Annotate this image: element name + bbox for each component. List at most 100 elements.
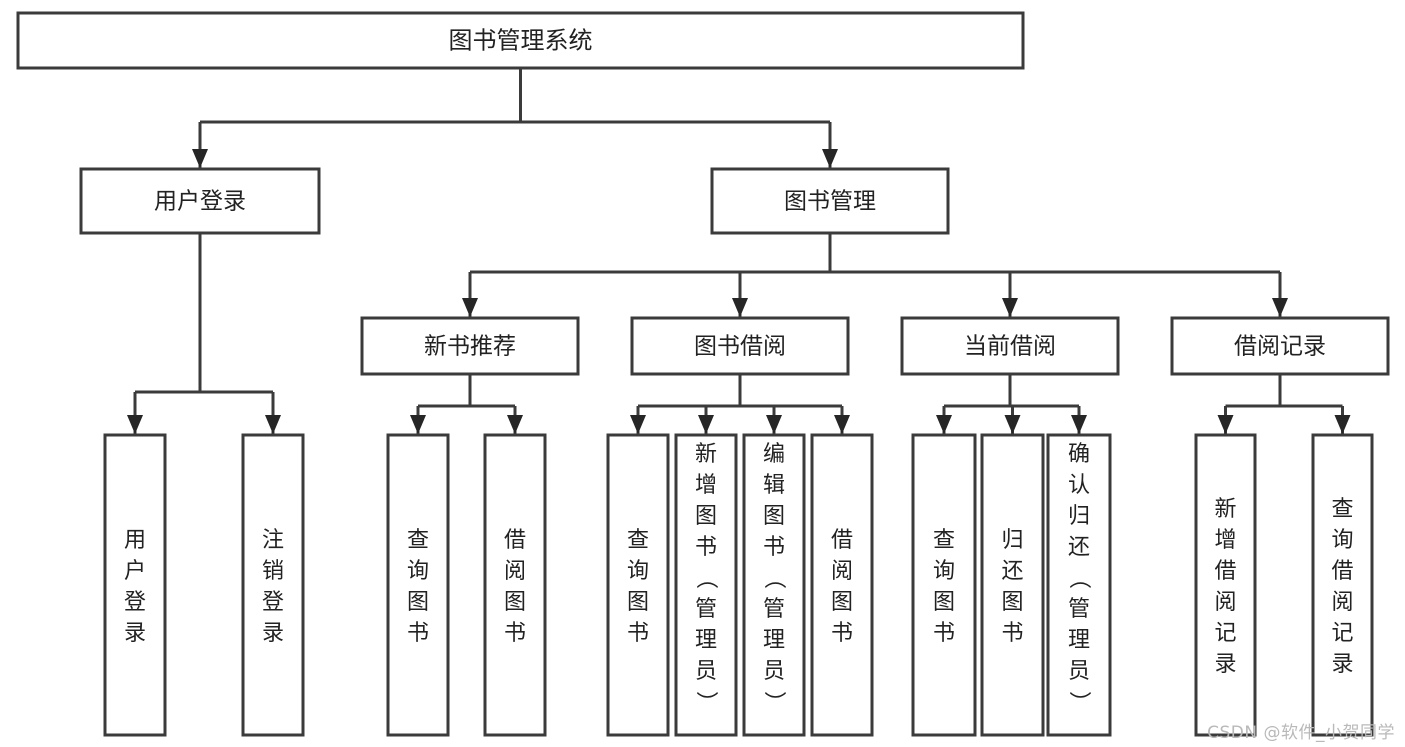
node-label-char: 借 xyxy=(831,528,853,553)
node-label-char: 增 xyxy=(1214,528,1236,553)
node-label-char: 询 xyxy=(1331,528,1353,553)
node-box[interactable] xyxy=(980,433,1045,737)
node-box[interactable] xyxy=(710,167,950,235)
node-box[interactable] xyxy=(79,167,321,235)
arrow-head-icon xyxy=(265,415,281,434)
arrow-head-icon xyxy=(766,415,782,434)
node-level2-0[interactable]: 用户登录 xyxy=(79,167,321,235)
node-box[interactable] xyxy=(674,433,738,737)
node-label-char: 书 xyxy=(695,535,717,560)
arrow-head-icon xyxy=(822,149,838,168)
node-label-char: 书 xyxy=(407,621,429,646)
node-label-char: ） xyxy=(761,691,786,713)
node-box[interactable] xyxy=(16,11,1025,70)
node-level3-3[interactable]: 借阅记录 xyxy=(1170,316,1390,376)
node-label-char: 员 xyxy=(763,659,785,684)
node-label-char: 理 xyxy=(1068,628,1090,653)
node-label-char: 询 xyxy=(627,559,649,584)
node-label-char: 图 xyxy=(831,590,853,615)
node-level2-1[interactable]: 图书管理 xyxy=(710,167,950,235)
node-label-char: （ xyxy=(761,567,786,589)
node-box[interactable] xyxy=(241,433,305,737)
node-label-char: 理 xyxy=(695,628,717,653)
node-box[interactable] xyxy=(606,433,670,737)
node-box[interactable] xyxy=(1194,433,1257,737)
node-label-char: 询 xyxy=(933,559,955,584)
node-label-char: 管 xyxy=(1068,597,1090,622)
node-leaf-0[interactable]: 用户登录 xyxy=(103,433,167,737)
node-box[interactable] xyxy=(911,433,977,737)
node-label: 借阅记录 xyxy=(1234,334,1326,360)
node-label-char: 书 xyxy=(763,535,785,560)
node-box[interactable] xyxy=(1170,316,1390,376)
node-label-char: 阅 xyxy=(1214,590,1236,615)
arrow-head-icon xyxy=(192,149,208,168)
node-label-char: 阅 xyxy=(831,559,853,584)
node-level3-2[interactable]: 当前借阅 xyxy=(900,316,1120,376)
node-label-char: 图 xyxy=(695,504,717,529)
node-box[interactable] xyxy=(810,433,874,737)
node-box[interactable] xyxy=(103,433,167,737)
node-label-char: 查 xyxy=(1331,497,1353,522)
node-label-char: 辑 xyxy=(763,473,785,498)
node-label-char: 图 xyxy=(504,590,526,615)
node-box[interactable] xyxy=(360,316,580,376)
node-label: 图书借阅 xyxy=(694,334,786,360)
node-label-char: 编 xyxy=(763,442,785,467)
node-label-char: 书 xyxy=(504,621,526,646)
arrow-head-icon xyxy=(936,415,952,434)
arrow-head-icon xyxy=(732,298,748,317)
node-label-char: 录 xyxy=(262,621,284,646)
node-label-char: 用 xyxy=(124,528,146,553)
node-label-char: 图 xyxy=(627,590,649,615)
node-label-char: ） xyxy=(693,691,718,713)
node-label-char: 登 xyxy=(262,590,284,615)
watermark-text: CSDN @软件_小贺同学 xyxy=(1207,723,1395,743)
node-label-char: 还 xyxy=(1068,535,1090,560)
arrow-head-icon xyxy=(630,415,646,434)
arrow-head-icon xyxy=(1002,298,1018,317)
arrow-head-icon xyxy=(1071,415,1087,434)
nodes-layer: 图书管理系统用户登录图书管理新书推荐图书借阅当前借阅借阅记录用户登录注销登录查询… xyxy=(16,11,1390,737)
node-box[interactable] xyxy=(483,433,547,737)
arrow-head-icon xyxy=(1004,415,1021,434)
node-label-char: 员 xyxy=(1068,659,1090,684)
node-root[interactable]: 图书管理系统 xyxy=(16,11,1025,70)
arrow-head-icon xyxy=(1272,298,1288,317)
node-box[interactable] xyxy=(630,316,850,376)
node-level3-0[interactable]: 新书推荐 xyxy=(360,316,580,376)
node-box[interactable] xyxy=(386,433,450,737)
node-label-char: 理 xyxy=(763,628,785,653)
node-label-char: 录 xyxy=(124,621,146,646)
arrow-head-icon xyxy=(127,415,143,434)
node-label: 图书管理 xyxy=(784,189,876,215)
arrow-head-icon xyxy=(834,415,850,434)
node-box[interactable] xyxy=(1046,433,1112,737)
node-label-char: 新 xyxy=(695,442,717,467)
node-label-char: 借 xyxy=(1331,559,1353,584)
node-label-char: 图 xyxy=(933,590,955,615)
node-label: 当前借阅 xyxy=(964,334,1056,360)
node-level3-1[interactable]: 图书借阅 xyxy=(630,316,850,376)
node-label-char: 还 xyxy=(1001,559,1023,584)
node-box[interactable] xyxy=(742,433,806,737)
node-box[interactable] xyxy=(1311,433,1374,737)
node-label-char: （ xyxy=(1066,567,1091,589)
node-label-char: 录 xyxy=(1214,652,1236,677)
node-box[interactable] xyxy=(900,316,1120,376)
node-label-char: 录 xyxy=(1331,652,1353,677)
